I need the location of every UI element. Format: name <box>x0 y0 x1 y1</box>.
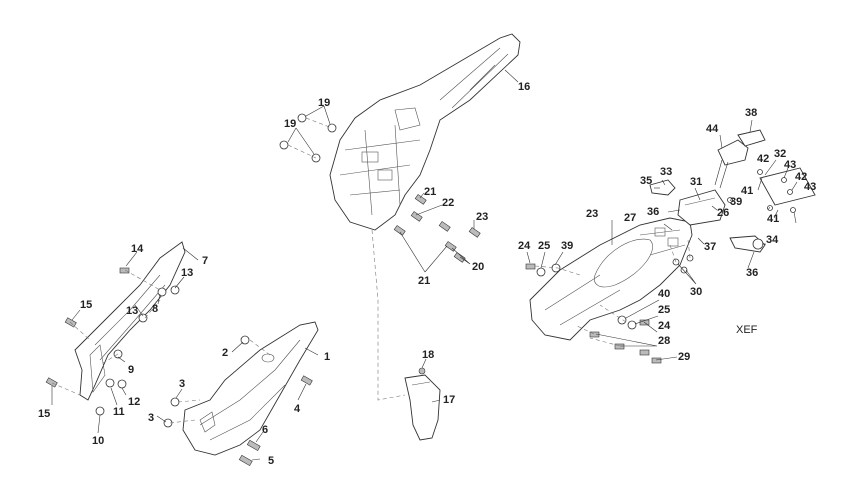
callout-16: 16 <box>518 81 530 93</box>
callout-labels: 16 19 19 21 22 23 20 21 18 17 1 2 3 3 4 … <box>38 81 816 467</box>
callout-23: 23 <box>586 208 598 220</box>
rear-sub-fender-part <box>529 217 693 341</box>
leader-lines <box>51 69 798 461</box>
callout-41: 42 <box>757 153 769 165</box>
callout-42: 43 <box>784 159 796 171</box>
callout-6: 6 <box>262 424 268 436</box>
callout-3: 3 <box>148 412 154 424</box>
callout-8: 8 <box>152 303 158 315</box>
hardware-set <box>45 113 796 467</box>
tail-light-assembly <box>677 129 766 226</box>
callout-41: 42 <box>795 171 807 183</box>
callout-15: 15 <box>80 299 92 311</box>
callout-30: 30 <box>690 286 702 298</box>
callout-35: 35 <box>640 175 652 187</box>
callout-20: 20 <box>472 261 484 273</box>
callout-13: 13 <box>181 267 193 279</box>
callout-31: 31 <box>690 176 702 188</box>
callout-40: 41 <box>741 185 753 197</box>
callout-9: 9 <box>128 364 134 376</box>
callout-23: 23 <box>476 211 488 223</box>
callout-34: 34 <box>766 234 779 246</box>
callout-19: 19 <box>318 97 330 109</box>
callout-24: 24 <box>518 240 531 252</box>
turn-signal-right <box>729 235 766 253</box>
callout-33: 33 <box>660 166 672 178</box>
callout-22: 22 <box>442 197 454 209</box>
callout-29: 29 <box>678 351 690 363</box>
callout-7: 7 <box>202 255 208 267</box>
callout-38: 39 <box>730 196 742 208</box>
callout-36: 37 <box>704 241 716 253</box>
callout-3: 3 <box>179 378 185 390</box>
callout-11: 11 <box>113 406 125 418</box>
callout-24: 24 <box>658 320 671 332</box>
callout-13: 13 <box>126 305 138 317</box>
callout-15: 15 <box>38 408 50 420</box>
callout-27: 27 <box>624 212 636 224</box>
callout-39: 40 <box>658 288 670 300</box>
turn-signal-left <box>649 179 676 196</box>
callout-42: 43 <box>804 181 816 193</box>
callout-26: 26 <box>717 207 729 219</box>
side-panel-1-part <box>182 321 319 456</box>
callout-37: 38 <box>745 107 757 119</box>
callout-4: 4 <box>294 403 301 415</box>
callout-25: 25 <box>538 240 550 252</box>
callout-18: 18 <box>422 349 434 361</box>
callout-14: 14 <box>131 243 144 255</box>
callout-35: 36 <box>746 267 758 279</box>
callout-32: 32 <box>774 148 786 160</box>
callout-39: 39 <box>561 240 573 252</box>
side-panel-7-part <box>74 241 186 401</box>
assembly-lines <box>51 117 691 424</box>
callout-28: 28 <box>658 335 670 347</box>
diagram-code: XEF <box>736 324 758 336</box>
callout-40: 41 <box>767 213 779 225</box>
callout-17: 17 <box>443 394 455 406</box>
mud-flap-part <box>404 374 441 441</box>
callout-5: 5 <box>268 455 274 467</box>
callout-12: 12 <box>128 396 140 408</box>
callout-19: 19 <box>284 118 296 130</box>
callout-21: 21 <box>424 186 436 198</box>
callout-10: 10 <box>92 435 104 447</box>
callout-21: 21 <box>418 275 430 287</box>
rear-fender-part <box>329 33 521 231</box>
callout-44: 44 <box>706 123 719 135</box>
callout-25: 25 <box>658 304 670 316</box>
screw-18 <box>418 367 426 375</box>
callout-1: 1 <box>324 351 330 363</box>
callout-2: 2 <box>222 347 228 359</box>
callout-36: 36 <box>647 206 659 218</box>
